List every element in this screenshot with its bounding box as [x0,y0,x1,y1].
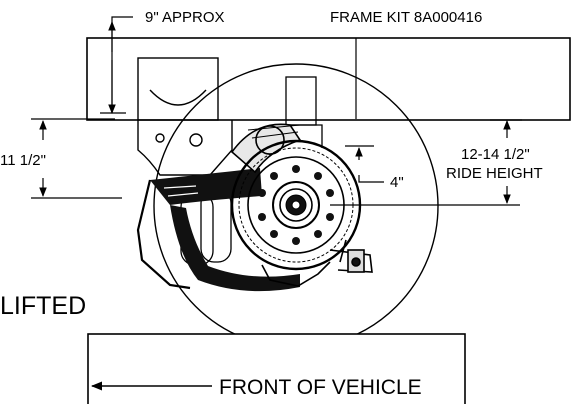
frame-kit-label: FRAME KIT 8A000416 [330,9,483,26]
shock-absorber [329,239,373,273]
lifted-label: LIFTED [0,292,87,320]
ride-height-line2: RIDE HEIGHT [446,165,543,182]
approx-label: 9" APPROX [145,9,225,26]
front-of-vehicle-label: FRONT OF VEHICLE [219,376,422,399]
ride-height-line1: 12-14 1/2" [461,146,530,163]
dim-9-approx [100,16,357,119]
axle-beam [87,333,466,404]
hanger-bracket [137,57,233,176]
trailing-arm [136,168,300,292]
frame-rail [86,37,571,121]
dim-11-half [31,118,122,199]
dim-ride-height [330,119,522,206]
dim-4-inch [345,145,384,183]
axle-drop-label: 4" [390,174,404,191]
axle-seat [261,261,331,287]
lug-nuts [258,165,334,245]
left-dim-label: 11 1/2" [0,152,46,169]
